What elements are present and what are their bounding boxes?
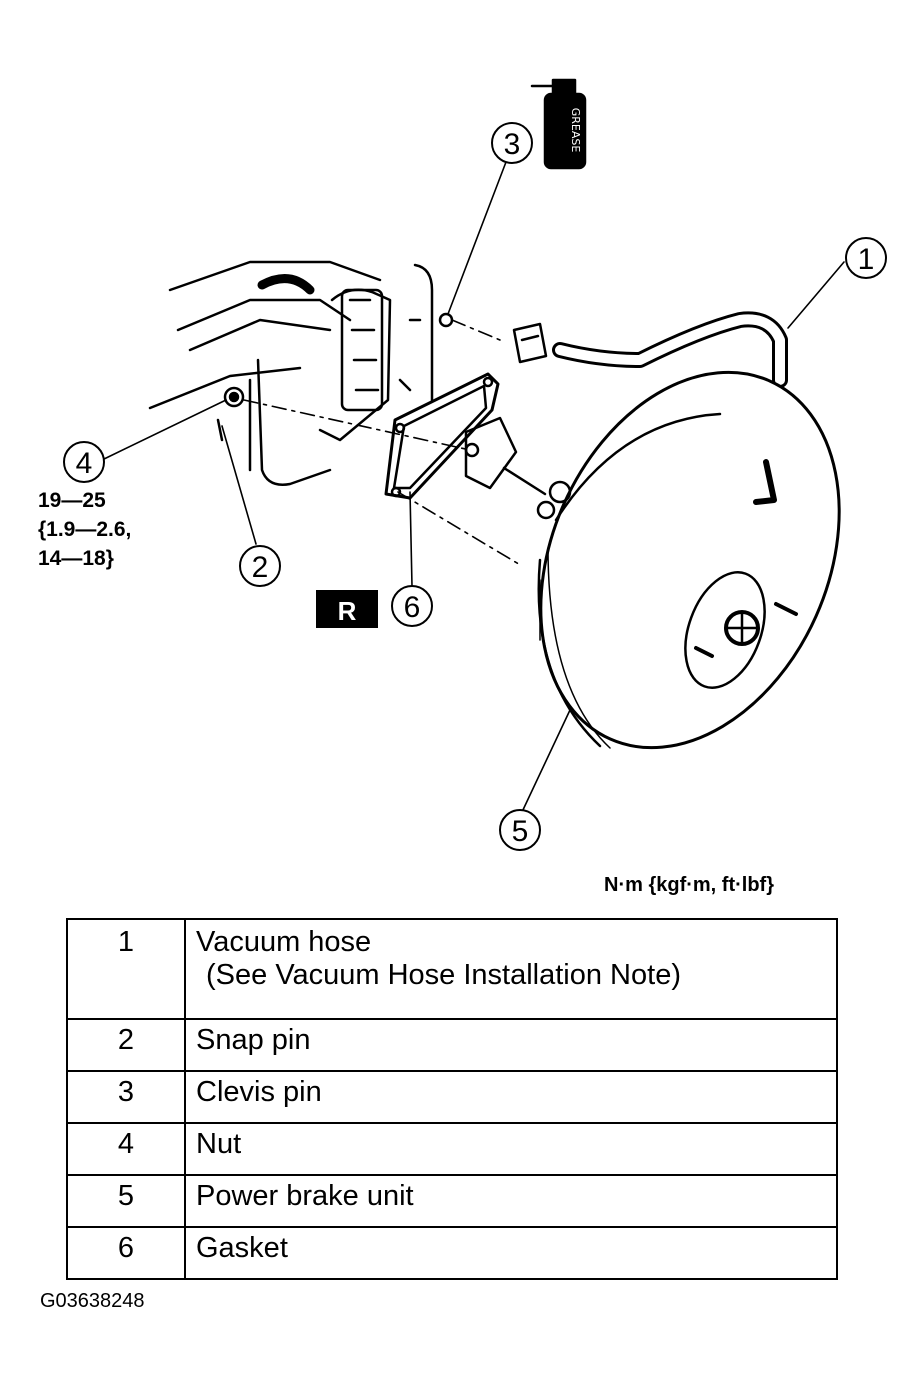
replace-badge: R: [316, 590, 378, 628]
part-name: Vacuum hose (See Vacuum Hose Installatio…: [184, 918, 838, 1020]
callout-4: 4: [63, 441, 105, 483]
callout-1: 1: [845, 237, 887, 279]
svg-text:2: 2: [252, 551, 269, 584]
pedal-bracket: [148, 260, 454, 486]
part-number: 2: [66, 1018, 186, 1072]
svg-text:1: 1: [858, 243, 875, 276]
nut-icon: [223, 386, 245, 408]
part-name: Nut: [184, 1122, 838, 1176]
svg-text:6: 6: [404, 591, 421, 624]
torque-line-1: 19—25: [38, 489, 106, 512]
part-number: 6: [66, 1226, 186, 1280]
table-row: 2 Snap pin: [66, 1018, 838, 1072]
part-number: 3: [66, 1070, 186, 1124]
part-note: (See Vacuum Hose Installation Note): [206, 959, 681, 991]
vacuum-hose-icon: [552, 311, 788, 388]
callout-3: 3: [491, 122, 533, 164]
part-name: Gasket: [184, 1226, 838, 1280]
torque-line-3: 14—18}: [38, 547, 114, 570]
torque-line-2: {1.9—2.6,: [38, 518, 132, 541]
hose-clamp-icon: [512, 322, 548, 364]
part-name-text: Vacuum hose: [196, 926, 372, 958]
part-name: Snap pin: [184, 1018, 838, 1072]
gasket-icon: [384, 372, 500, 500]
torque-spec: 19—25 {1.9—2.6, 14—18}: [38, 486, 131, 573]
brake-unit-diagram: GREASE: [63, 78, 887, 851]
callout-6: 6: [391, 585, 433, 627]
torque-units: N·m {kgf·m, ft·lbf}: [604, 874, 774, 896]
clevis-icon: [464, 416, 547, 496]
svg-text:4: 4: [76, 447, 93, 480]
part-name: Clevis pin: [184, 1070, 838, 1124]
leader-lines: [101, 161, 845, 813]
grease-can-icon: GREASE: [530, 78, 587, 170]
part-number: 4: [66, 1122, 186, 1176]
figure-code: G03638248: [40, 1290, 145, 1312]
svg-text:3: 3: [504, 128, 521, 161]
part-number: 1: [66, 918, 186, 1020]
table-row: 4 Nut: [66, 1122, 838, 1176]
callout-5: 5: [499, 809, 541, 851]
svg-text:R: R: [338, 596, 357, 626]
power-brake-unit-icon: [536, 370, 841, 750]
parts-table: 1 Vacuum hose (See Vacuum Hose Installat…: [66, 918, 838, 1280]
alignment-lines: [243, 319, 523, 567]
svg-text:5: 5: [512, 815, 529, 848]
table-row: 1 Vacuum hose (See Vacuum Hose Installat…: [66, 918, 838, 1020]
part-name: Power brake unit: [184, 1174, 838, 1228]
grease-label: GREASE: [569, 108, 582, 153]
table-row: 5 Power brake unit: [66, 1174, 838, 1228]
callout-2: 2: [239, 545, 281, 587]
part-number: 5: [66, 1174, 186, 1228]
table-row: 6 Gasket: [66, 1226, 838, 1280]
table-row: 3 Clevis pin: [66, 1070, 838, 1124]
